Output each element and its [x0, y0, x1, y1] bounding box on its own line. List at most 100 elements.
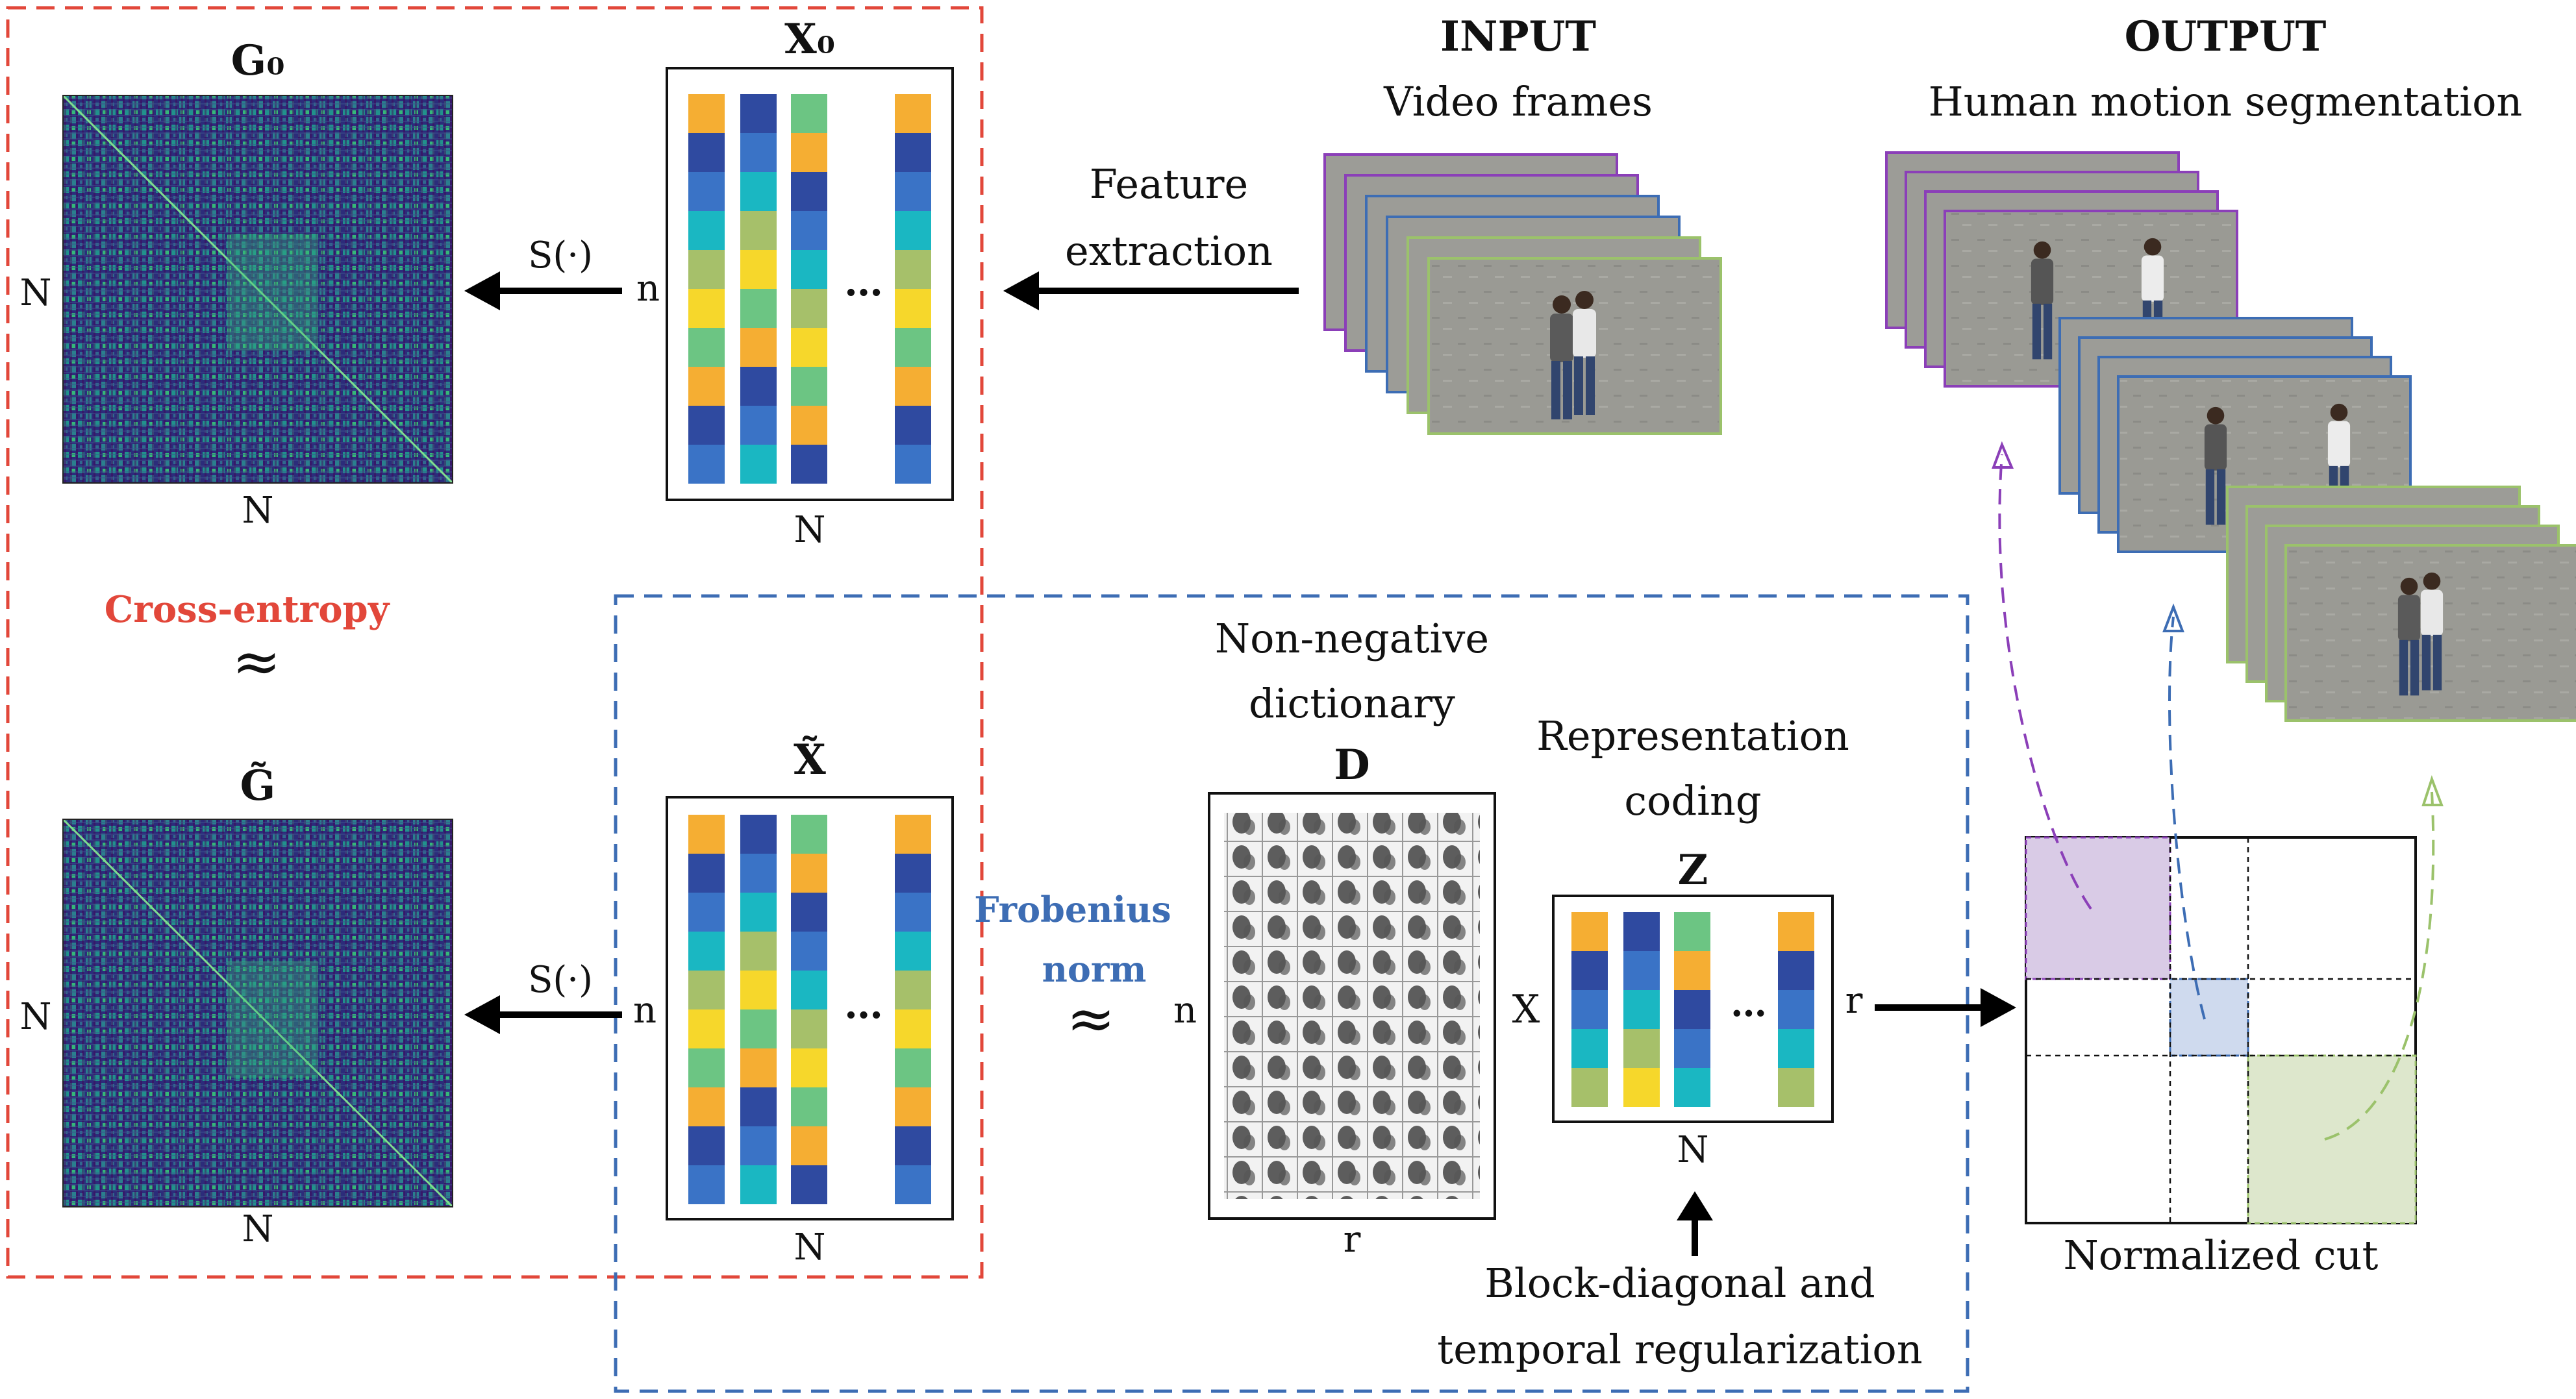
- matrix-cell: [791, 211, 827, 250]
- arrow-up-icon: [1677, 1191, 1713, 1256]
- matrix-cell: [1674, 990, 1710, 1029]
- x0-dots: …: [844, 260, 883, 305]
- segment-3-link: [2324, 791, 2435, 1141]
- matrix-cell: [791, 1126, 827, 1165]
- frobenius-region: [614, 594, 1970, 1393]
- representation-label-2: coding: [1624, 777, 1761, 824]
- matrix-cell: [688, 854, 725, 893]
- matrix-cell: [1571, 1068, 1608, 1107]
- matrix-cell: [895, 367, 931, 406]
- matrix-cell: [688, 328, 725, 367]
- feature-label-1: Feature: [1090, 160, 1248, 208]
- arrow-left-icon: [1003, 271, 1299, 310]
- matrix-cell: [740, 932, 777, 971]
- x0-columns: [688, 94, 931, 484]
- matrix-cell: [791, 406, 827, 445]
- matrix-cell: [740, 1165, 777, 1204]
- x-tilde-dots: …: [844, 982, 883, 1028]
- matrix-cell: [791, 1165, 827, 1204]
- matrix-cell: [740, 1009, 777, 1048]
- matrix-cell: [740, 94, 777, 133]
- x-tilde-col-label: N: [794, 1226, 826, 1269]
- matrix-cell: [791, 893, 827, 932]
- matrix-cell: [688, 1087, 725, 1126]
- arrow-right-icon: [1875, 988, 2016, 1027]
- matrix-cell: [740, 815, 777, 854]
- matrix-cell: [895, 893, 931, 932]
- g0-col-label: N: [242, 489, 274, 532]
- output-segment-3-frames: [2226, 486, 2576, 722]
- z-col-label: N: [1677, 1129, 1709, 1171]
- output-segment-2-frames: [2058, 317, 2412, 553]
- matrix-cell: [740, 211, 777, 250]
- matrix-cell: [688, 406, 725, 445]
- g0-heatmap: [62, 94, 454, 484]
- matrix-cell: [1571, 951, 1608, 990]
- s-op-bottom: S(·): [528, 959, 593, 1001]
- cross-entropy-label: Cross-entropy: [105, 588, 390, 631]
- approx-icon: ≈: [232, 628, 281, 696]
- matrix-cell: [740, 971, 777, 1009]
- dictionary-patches: [1224, 813, 1480, 1199]
- matrix-cell: [895, 932, 931, 971]
- matrix-cell: [895, 328, 931, 367]
- matrix-cell: [791, 328, 827, 367]
- matrix-cell: [1778, 951, 1814, 990]
- matrix-cell: [895, 1126, 931, 1165]
- g0-label: G₀: [231, 36, 285, 85]
- matrix-cell: [688, 1009, 725, 1048]
- matrix-cell: [895, 133, 931, 172]
- dictionary-symbol: D: [1334, 741, 1370, 789]
- matrix-cell: [740, 854, 777, 893]
- g-tilde-label: G̃: [240, 761, 276, 810]
- input-subtitle: Video frames: [1383, 78, 1653, 125]
- matrix-cell: [895, 211, 931, 250]
- input-title: INPUT: [1440, 12, 1596, 61]
- matrix-cell: [791, 1087, 827, 1126]
- matrix-cell: [895, 94, 931, 133]
- g-tilde-col-label: N: [242, 1208, 274, 1250]
- matrix-cell: [791, 133, 827, 172]
- input-video-frames: [1323, 153, 1722, 435]
- output-title: OUTPUT: [2125, 12, 2327, 61]
- matrix-cell: [1778, 1029, 1814, 1068]
- matrix-cell: [1571, 912, 1608, 951]
- matrix-cell: [791, 1009, 827, 1048]
- matrix-cell: [688, 1165, 725, 1204]
- matrix-cell: [740, 367, 777, 406]
- matrix-cell: [688, 94, 725, 133]
- matrix-cell: [1571, 990, 1608, 1029]
- matrix-cell: [1778, 1068, 1814, 1107]
- matrix-cell: [791, 250, 827, 289]
- matrix-cell: [688, 172, 725, 211]
- matrix-cell: [791, 172, 827, 211]
- matrix-cell: [740, 406, 777, 445]
- representation-symbol: Z: [1678, 846, 1708, 895]
- matrix-cell: [688, 133, 725, 172]
- matrix-cell: [895, 445, 931, 484]
- matrix-cell: [791, 971, 827, 1009]
- normalized-cut-matrix: [2025, 836, 2417, 1224]
- dictionary-label-2: dictionary: [1249, 680, 1455, 727]
- frobenius-label-2: norm: [1042, 948, 1147, 990]
- matrix-cell: [895, 815, 931, 854]
- matrix-cell: [791, 289, 827, 328]
- output-subtitle: Human motion segmentation: [1929, 78, 2523, 125]
- matrix-cell: [740, 893, 777, 932]
- matrix-cell: [895, 1048, 931, 1087]
- matrix-cell: [895, 1165, 931, 1204]
- matrix-cell: [1571, 1029, 1608, 1068]
- s-op-top: S(·): [528, 234, 593, 277]
- g0-row-label: N: [20, 272, 52, 314]
- matrix-cell: [895, 854, 931, 893]
- matrix-cell: [740, 289, 777, 328]
- matrix-cell: [1778, 912, 1814, 951]
- matrix-cell: [1674, 1068, 1710, 1107]
- matrix-cell: [791, 815, 827, 854]
- matrix-cell: [688, 250, 725, 289]
- cross-entropy-region: [6, 6, 984, 1279]
- x0-label: X₀: [784, 15, 835, 64]
- matrix-cell: [688, 289, 725, 328]
- matrix-cell: [740, 1048, 777, 1087]
